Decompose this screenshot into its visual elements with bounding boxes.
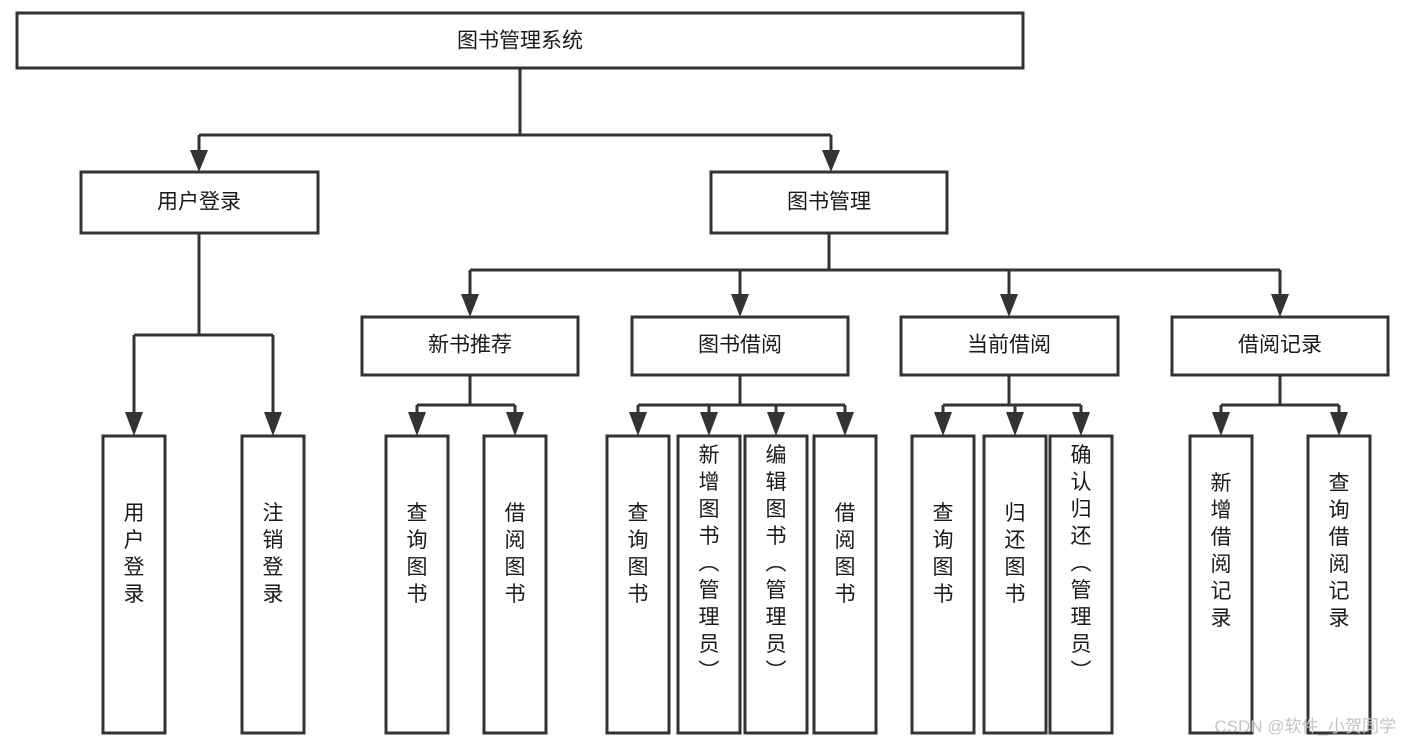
leaf-borrow-book-recommend-box[interactable] bbox=[482, 434, 548, 735]
csdn-watermark: CSDN @软件_小贺同学 bbox=[1214, 717, 1396, 736]
leaf-return-book-box[interactable] bbox=[982, 434, 1048, 735]
leaf-user-login[interactable]: 用户登录 bbox=[101, 434, 167, 735]
connector-currentborrow-to-leaves bbox=[934, 375, 1090, 436]
leaf-borrow-book[interactable]: 借阅图书 bbox=[812, 434, 878, 735]
connector-bookmgmt-to-level2 bbox=[461, 233, 1289, 317]
leaf-query-borrow-record[interactable]: 查询借阅记录 bbox=[1306, 434, 1372, 735]
leaf-confirm-return-admin-box[interactable] bbox=[1048, 434, 1114, 735]
node-book-borrow-label: 图书借阅 bbox=[698, 334, 782, 357]
node-root-label: 图书管理系统 bbox=[457, 30, 583, 53]
node-current-borrow-label: 当前借阅 bbox=[967, 334, 1051, 357]
leaf-query-book-borrow-label: 查询图书 bbox=[628, 502, 649, 606]
leaf-edit-book-admin[interactable]: 编辑图书︵管理员︶ bbox=[743, 434, 809, 735]
leaf-edit-book-admin-box[interactable] bbox=[743, 434, 809, 735]
leaf-query-book-recommend-box[interactable] bbox=[384, 434, 450, 735]
leaf-user-login-label: 用户登录 bbox=[124, 502, 145, 606]
leaf-query-book-current-label: 查询图书 bbox=[933, 502, 954, 606]
node-book-borrow[interactable]: 图书借阅 bbox=[630, 315, 850, 377]
node-root[interactable]: 图书管理系统 bbox=[15, 11, 1025, 70]
node-user-login-box[interactable] bbox=[79, 170, 320, 235]
leaf-user-login-box[interactable] bbox=[101, 434, 167, 735]
node-current-borrow-box[interactable] bbox=[899, 315, 1120, 377]
node-new-book-recommend[interactable]: 新书推荐 bbox=[360, 315, 580, 377]
leaf-return-book-label: 归还图书 bbox=[1005, 502, 1026, 606]
connector-root-to-level1 bbox=[190, 68, 840, 172]
leaf-confirm-return-admin[interactable]: 确认归还︵管理员︶ bbox=[1048, 434, 1114, 735]
node-book-management-box[interactable] bbox=[709, 170, 949, 235]
leaf-logout-label: 注销登录 bbox=[263, 502, 284, 606]
leaf-borrow-book-recommend-label: 借阅图书 bbox=[505, 502, 526, 606]
connectors-layer bbox=[125, 68, 1348, 436]
node-root-box[interactable] bbox=[15, 11, 1025, 70]
leaf-query-book-recommend-label: 查询图书 bbox=[407, 502, 428, 606]
connector-userlogin-to-leaves bbox=[125, 233, 282, 436]
leaf-add-book-admin-box[interactable] bbox=[676, 434, 742, 735]
connector-borrowrecord-to-leaves bbox=[1212, 375, 1348, 436]
node-borrow-record-label: 借阅记录 bbox=[1238, 334, 1322, 357]
leaf-borrow-book-box[interactable] bbox=[812, 434, 878, 735]
leaf-add-borrow-record-label: 新增借阅记录 bbox=[1211, 472, 1232, 630]
node-book-borrow-box[interactable] bbox=[630, 315, 850, 377]
node-book-management[interactable]: 图书管理 bbox=[709, 170, 949, 235]
connector-bookborrow-to-leaves bbox=[629, 375, 854, 436]
node-borrow-record[interactable]: 借阅记录 bbox=[1170, 315, 1390, 377]
leaf-query-book-borrow-box[interactable] bbox=[605, 434, 671, 735]
node-user-login-label: 用户登录 bbox=[157, 191, 241, 214]
leaf-borrow-book-label: 借阅图书 bbox=[835, 502, 856, 606]
leaf-edit-book-admin-label: 编辑图书︵管理员︶ bbox=[766, 444, 787, 683]
node-current-borrow[interactable]: 当前借阅 bbox=[899, 315, 1120, 377]
leaf-confirm-return-admin-label: 确认归还︵管理员︶ bbox=[1071, 444, 1092, 683]
node-book-management-label: 图书管理 bbox=[787, 191, 871, 214]
leaf-add-book-admin[interactable]: 新增图书︵管理员︶ bbox=[676, 434, 742, 735]
node-borrow-record-box[interactable] bbox=[1170, 315, 1390, 377]
node-user-login[interactable]: 用户登录 bbox=[79, 170, 320, 235]
leaf-borrow-book-recommend[interactable]: 借阅图书 bbox=[482, 434, 548, 735]
connector-newbook-to-leaves bbox=[408, 375, 524, 436]
node-new-book-recommend-label: 新书推荐 bbox=[428, 334, 512, 357]
node-new-book-recommend-box[interactable] bbox=[360, 315, 580, 377]
leaf-query-book-current[interactable]: 查询图书 bbox=[910, 434, 976, 735]
leaf-query-book-borrow[interactable]: 查询图书 bbox=[605, 434, 671, 735]
leaf-return-book[interactable]: 归还图书 bbox=[982, 434, 1048, 735]
leaf-query-borrow-record-label: 查询借阅记录 bbox=[1329, 472, 1350, 630]
leaf-logout[interactable]: 注销登录 bbox=[240, 434, 306, 735]
leaf-query-book-recommend[interactable]: 查询图书 bbox=[384, 434, 450, 735]
leaf-add-borrow-record[interactable]: 新增借阅记录 bbox=[1188, 434, 1254, 735]
leaf-logout-box[interactable] bbox=[240, 434, 306, 735]
leaf-query-borrow-record-box[interactable] bbox=[1306, 434, 1372, 735]
leaf-query-book-current-box[interactable] bbox=[910, 434, 976, 735]
leaf-add-borrow-record-box[interactable] bbox=[1188, 434, 1254, 735]
leaf-add-book-admin-label: 新增图书︵管理员︶ bbox=[699, 444, 720, 683]
